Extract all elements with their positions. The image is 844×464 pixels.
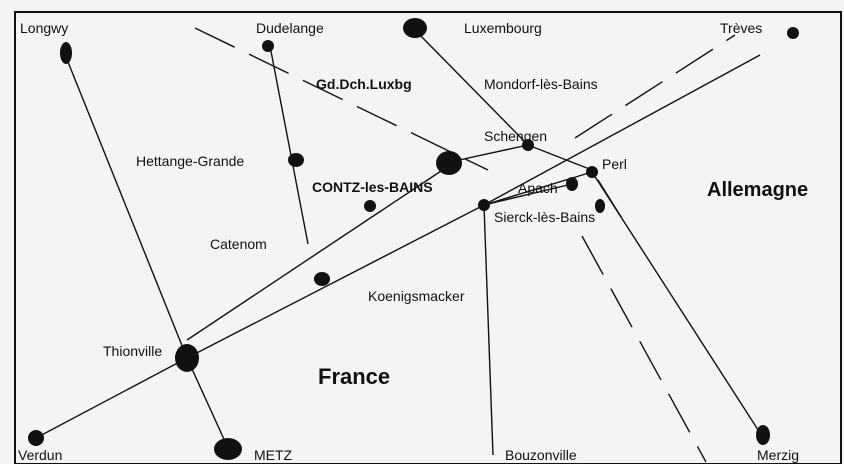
marker-thionville: [175, 344, 199, 372]
marker-koenigsmacker: [314, 272, 330, 286]
marker-hettange: [288, 153, 304, 167]
label-catenom: Catenom: [210, 236, 267, 252]
road-dudelange-catenom: [269, 45, 309, 245]
label-thionville: Thionville: [103, 343, 162, 359]
label-bouzonville: Bouzonville: [505, 447, 577, 463]
marker-dudelange: [262, 40, 274, 52]
label-hettange: Hettange-Grande: [136, 153, 244, 169]
label-sierck: Sierck-lès-Bains: [494, 209, 595, 225]
label-longwy: Longwy: [20, 20, 68, 36]
road-thionville-sierck: [186, 204, 485, 359]
marker-longwy: [60, 42, 72, 64]
marker-contz-main: [436, 151, 462, 175]
label-treves: Trèves: [720, 20, 762, 36]
label-merzig: Merzig: [757, 447, 799, 463]
marker-merzig: [756, 425, 770, 445]
road-schengen-perl: [527, 144, 593, 171]
place-labels: Longwy Dudelange Luxembourg Trèves Gd.Dc…: [18, 20, 799, 463]
label-luxembourg: Luxembourg: [464, 20, 542, 36]
border-lux-germany: [574, 34, 736, 139]
label-metz: METZ: [254, 447, 293, 463]
border-france-germany-1: [597, 179, 629, 229]
borders: [194, 27, 736, 463]
label-dudelange: Dudelange: [256, 20, 324, 36]
marker-treves: [787, 27, 799, 39]
road-sierck-apach: [483, 183, 573, 206]
label-apach: Apach: [518, 180, 558, 196]
label-schengen: Schengen: [484, 128, 547, 144]
border-lux-france: [194, 27, 489, 171]
marker-apach: [566, 177, 578, 191]
marker-metz: [214, 438, 242, 460]
marker-luxembourg: [403, 18, 427, 38]
label-perl: Perl: [602, 156, 627, 172]
label-contz: CONTZ-les-BAINS: [312, 179, 433, 195]
map-border: [14, 11, 842, 464]
label-france: France: [318, 364, 390, 389]
marker-contz: [364, 200, 376, 212]
label-allemagne: Allemagne: [707, 179, 808, 201]
marker-verdun: [28, 430, 44, 446]
region-labels: Allemagne France: [318, 179, 808, 389]
town-markers: [28, 18, 799, 460]
road-contz-schengen: [449, 144, 529, 163]
label-verdun: Verdun: [18, 447, 62, 463]
marker-schengen: [522, 139, 534, 151]
marker-perl: [586, 166, 598, 178]
road-sierck-treves: [483, 54, 761, 206]
road-verdun-thionville: [35, 357, 188, 439]
road-longwy-thionville: [63, 51, 188, 359]
border-france-germany-2: [581, 235, 707, 463]
label-gd-dch-luxbg: Gd.Dch.Luxbg: [316, 76, 412, 92]
road-thionville-metz: [186, 357, 229, 449]
road-thionville-contz: [186, 164, 451, 341]
label-mondorf: Mondorf-lès-Bains: [484, 76, 598, 92]
marker-sierck-east: [595, 199, 605, 213]
road-sierck-bouzonville: [483, 204, 494, 456]
road-luxembourg-schengen: [413, 28, 529, 146]
label-koenigsmacker: Koenigsmacker: [368, 288, 465, 304]
marker-sierck: [478, 199, 490, 211]
